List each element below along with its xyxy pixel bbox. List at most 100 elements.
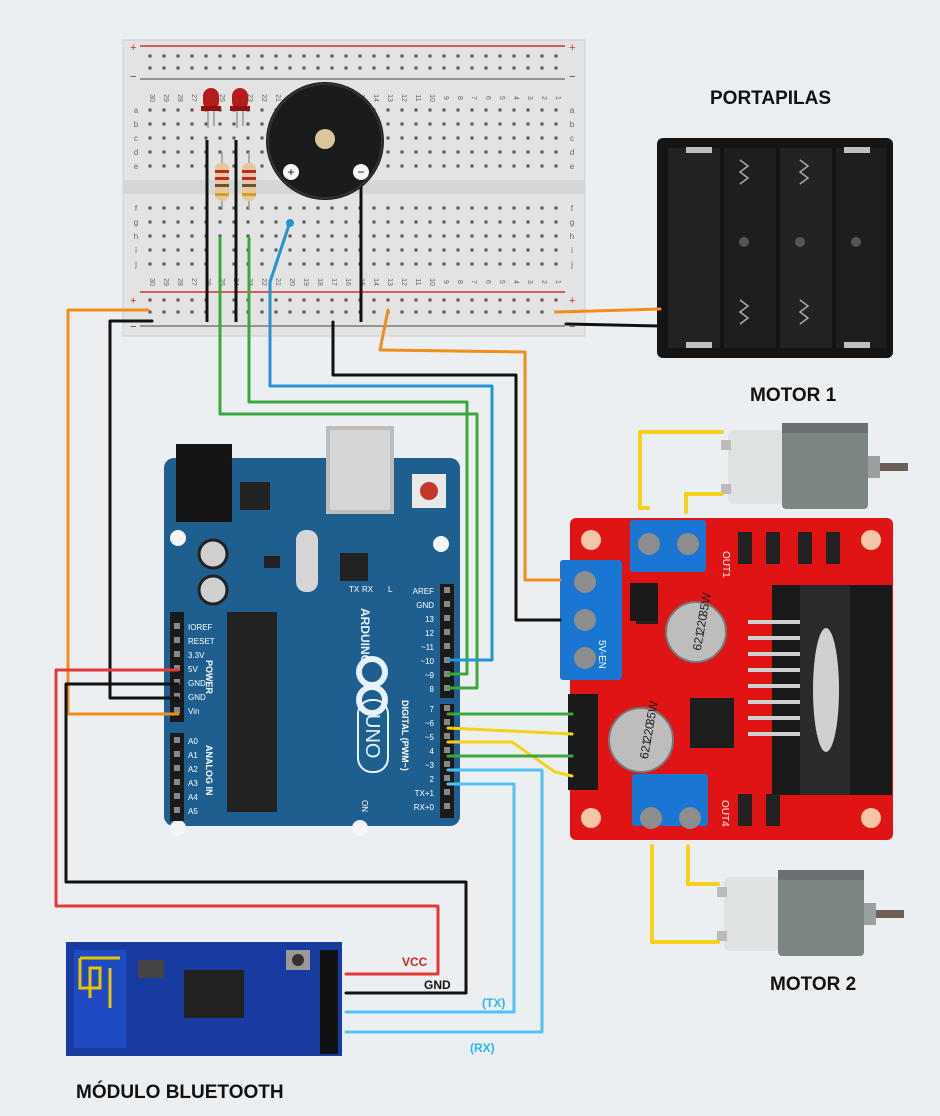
breadboard-column-number: 23	[246, 94, 253, 102]
arduino-brand: ARDUINO	[358, 608, 372, 664]
led-red	[230, 88, 250, 128]
breadboard-column-number: 12	[400, 94, 407, 102]
wire-green-led1	[218, 236, 479, 690]
breadboard-column-number: 30	[148, 94, 155, 102]
digital-pin-label: RX+0	[414, 803, 435, 812]
breadboard-column-number: 20	[288, 278, 295, 286]
motor-driver-board: 621 220 35W 621 220 35W OUT1 OUT4 5V-EN	[560, 518, 893, 840]
breadboard-column-number: 22	[260, 278, 267, 286]
driver-ic-pins	[748, 620, 800, 736]
breadboard-column-number: 16	[344, 278, 351, 286]
arduino-logo	[356, 656, 388, 716]
capacitor-label: 35W	[643, 699, 661, 726]
arduino-l-label: L	[388, 585, 393, 594]
breadboard-row-letter: f	[571, 204, 574, 213]
power-pin-label: GND	[188, 693, 206, 702]
wire-battery-minus	[564, 322, 662, 328]
breadboard-row-letter: c	[570, 134, 574, 143]
breadboard-column-number: 10	[428, 278, 435, 286]
breadboard-column-number: 7	[470, 280, 477, 284]
gnd-label: GND	[424, 978, 451, 992]
breadboard-column-number: 10	[428, 94, 435, 102]
breadboard-row-letter: c	[134, 134, 138, 143]
power-pin-label: 3.3V	[188, 651, 205, 660]
breadboard-column-number: 29	[162, 278, 169, 286]
breadboard-column-number: 9	[442, 280, 449, 284]
capacitor-label: 220	[693, 612, 710, 634]
breadboard-column-number: 14	[372, 94, 379, 102]
digital-pin-label: ~6	[425, 719, 435, 728]
breadboard-column-number: 13	[386, 278, 393, 286]
bluetooth-module-label: MÓDULO BLUETOOTH	[76, 1082, 284, 1103]
capacitor-label: 220	[640, 721, 657, 743]
motor1-label: MOTOR 1	[750, 385, 837, 406]
digital-pin-label: 8	[430, 685, 435, 694]
rail-plus-label: +	[569, 42, 575, 54]
breadboard-column-number: 18	[316, 278, 323, 286]
breadboard-column-number: 2	[540, 280, 547, 284]
breadboard-column-number: 9	[442, 96, 449, 100]
breadboard-column-number: 8	[456, 96, 463, 100]
breadboard-row-letter: b	[570, 120, 575, 129]
breadboard-column-number: 3	[526, 280, 533, 284]
rail-plus-label: +	[569, 295, 575, 307]
breadboard-row-letter: j	[134, 260, 137, 269]
motor-2	[717, 870, 904, 956]
wire-battery-plus	[554, 307, 662, 314]
wire-black-driver	[331, 320, 562, 622]
arduino-rx-label: RX	[362, 585, 374, 594]
capacitor-label: 621	[690, 629, 707, 651]
rail-plus-label: +	[130, 295, 136, 307]
arduino-tx-label: TX	[349, 585, 360, 594]
arduino-model: UNO	[361, 714, 383, 758]
digital-pin-label: 13	[425, 615, 434, 624]
breadboard-column-number: 19	[302, 278, 309, 286]
breadboard-row-letter: e	[134, 162, 139, 171]
wire-yellow-motor2b	[686, 844, 720, 886]
capacitor-label: 621	[637, 738, 654, 760]
motor-1	[721, 423, 908, 509]
capacitor-label: 35W	[696, 591, 714, 618]
vcc-label: VCC	[402, 955, 428, 969]
breadboard-row-letter: a	[134, 106, 139, 115]
breadboard-row-letter: f	[135, 204, 138, 213]
breadboard-row-letter: b	[134, 120, 139, 129]
power-pin-label: Vin	[188, 707, 199, 716]
breadboard-column-number: 12	[400, 278, 407, 286]
breadboard-column-number: 22	[260, 94, 267, 102]
digital-pin-label: ~5	[425, 733, 435, 742]
wire-yellow-in	[446, 726, 574, 736]
breadboard-row-letter: j	[570, 260, 573, 269]
breadboard-column-number: 27	[190, 94, 197, 102]
wire-orange-vin	[66, 308, 180, 716]
breadboard-column-number: 1	[554, 96, 561, 100]
out4-label: OUT4	[719, 800, 730, 827]
breadboard-column-number: 6	[484, 96, 491, 100]
battery-holder	[657, 138, 893, 358]
arduino-pin-labels: IOREFRESET3.3V5VGNDGNDVinA0A1A2A3A4A5ARE…	[174, 587, 450, 816]
breadboard-column-number: 4	[512, 280, 519, 284]
analog-pin-label: A3	[188, 779, 198, 788]
wire-lightblue-tx	[344, 782, 516, 1014]
power-pin-label: GND	[188, 679, 206, 688]
analog-header-label: ANALOG IN	[204, 745, 214, 796]
breadboard-row-letter: i	[135, 246, 137, 255]
breadboard-row-letter: a	[570, 106, 575, 115]
analog-pin-label: A2	[188, 765, 198, 774]
analog-pin-label: A0	[188, 737, 198, 746]
breadboard-column-number: 14	[372, 278, 379, 286]
analog-pin-label: A5	[188, 807, 198, 816]
arduino-on-label: ON	[360, 800, 369, 812]
digital-pin-label: TX+1	[415, 789, 435, 798]
rail-minus-label: −	[130, 321, 136, 333]
rail-plus-label: +	[130, 42, 136, 54]
breadboard-column-number: 13	[386, 94, 393, 102]
breadboard-column-number: 5	[498, 96, 505, 100]
wire-lightblue-rx	[344, 768, 544, 1034]
wire-orange-driver	[378, 308, 562, 582]
breadboard-column-number: 11	[414, 94, 421, 101]
breadboard-row-letter: i	[571, 246, 573, 255]
power-pin-label: 5V	[188, 665, 198, 674]
power-pin-label: RESET	[188, 637, 215, 646]
arduino-uno-board: ARDUINO UNO TX RX L ON POWER ANALOG IN D…	[164, 426, 460, 836]
